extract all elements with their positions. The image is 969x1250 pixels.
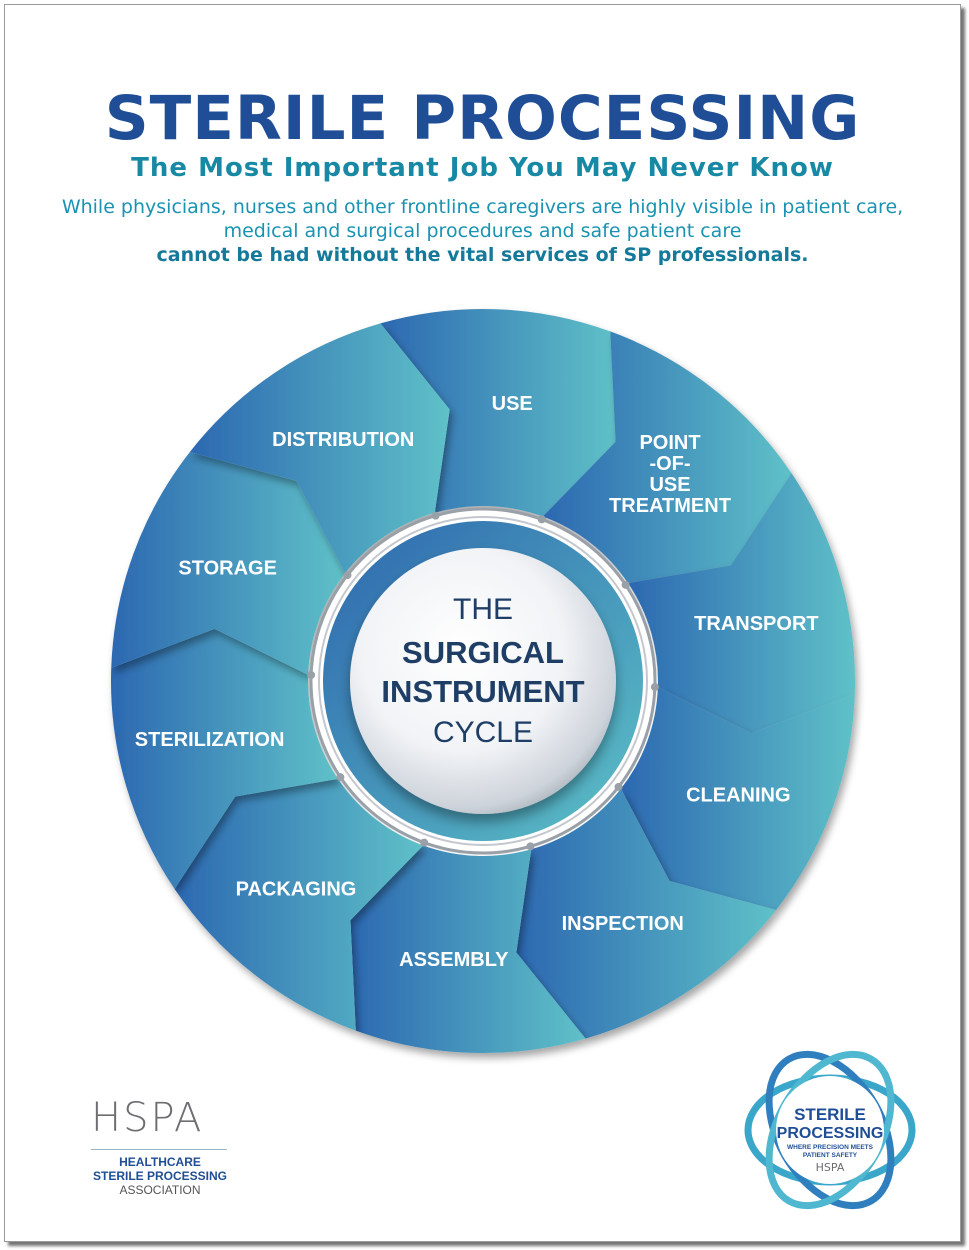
intro-paragraph: While physicians, nurses and other front…: [45, 195, 920, 267]
hspa-name-line1: HEALTHCARE: [119, 1155, 201, 1169]
hub-ring-tick: [431, 511, 440, 520]
cycle-step-label: STERILIZATION: [135, 729, 285, 751]
hspa-logo: HSPA HEALTHCARE STERILE PROCESSING ASSOC…: [85, 1095, 245, 1200]
hub-ring-tick: [420, 838, 429, 847]
cycle-segment-cleaning: [620, 687, 855, 911]
cycle-segment-storage: [111, 451, 346, 675]
cycle-segment-assembly: [350, 845, 586, 1053]
seal-knot-icon: [744, 1050, 916, 1210]
hub-center-ball: [350, 548, 616, 814]
cycle-step-label: PACKAGING: [236, 879, 357, 901]
page-subtitle: The Most Important Job You May Never Kno…: [131, 153, 834, 183]
hub-ring-tick: [537, 515, 546, 524]
cycle-segment-use: [380, 309, 616, 517]
page-title: STERILE PROCESSING: [104, 83, 861, 154]
hub-ring-tick: [526, 842, 535, 851]
hub-ring-tick: [307, 670, 316, 679]
cycle-hub: [307, 507, 659, 855]
cycle-step-label: TRANSPORT: [694, 613, 818, 635]
cycle-step-label: ASSEMBLY: [399, 949, 509, 971]
cycle-segment-sterilization: [111, 628, 338, 890]
center-line-instrument: INSTRUMENT: [381, 674, 584, 709]
hub-ring-tick: [614, 782, 623, 791]
center-line-cycle: CYCLE: [433, 716, 533, 749]
hspa-logo-divider: [91, 1149, 227, 1150]
sterile-processing-seal: STERILE PROCESSING WHERE PRECISION MEETS…: [744, 1050, 916, 1210]
cycle-step-label: STORAGE: [178, 557, 277, 579]
center-line-the: THE: [453, 593, 513, 626]
cycle-step-label: CLEANING: [686, 785, 790, 807]
hub-ring-tick: [650, 683, 659, 692]
poster-page: STERILE PROCESSING The Most Important Jo…: [4, 4, 961, 1242]
hspa-name-line2: STERILE PROCESSING: [92, 1169, 228, 1183]
center-line-surgical: SURGICAL: [402, 635, 564, 670]
hub-ring-tick: [336, 773, 345, 782]
hspa-name-line3: ASSOCIATION: [119, 1183, 201, 1197]
intro-text: While physicians, nurses and other front…: [61, 196, 904, 242]
seal-line1: STERILE: [794, 1105, 866, 1124]
cycle-step-label: INSPECTION: [562, 913, 684, 935]
center-title: THE SURGICAL INSTRUMENT CYCLE: [381, 593, 584, 749]
cycle-segment-distribution: [189, 323, 450, 574]
hub-inner-ring: [318, 516, 648, 846]
hub-ring-tick: [621, 580, 630, 589]
cycle-segment-transport: [628, 472, 855, 734]
hspa-logo-letters: HSPA: [91, 1095, 204, 1141]
seal-tagline1: WHERE PRECISION MEETS: [787, 1144, 874, 1151]
cycle-step-label: USE: [492, 393, 533, 415]
seal-mark: HSPA: [816, 1161, 845, 1174]
cycle-segment-packaging: [174, 778, 424, 1031]
cycle-step-label: DISTRIBUTION: [272, 429, 414, 451]
cycle-segment-inspection: [516, 788, 777, 1039]
seal-tagline2: PATIENT SAFETY: [803, 1152, 858, 1159]
cycle-segment-point-of-use-treatment: [542, 331, 792, 584]
hub-ring-tick: [343, 571, 352, 580]
seal-line2: PROCESSING: [777, 1125, 884, 1142]
intro-bold-text: cannot be had without the vital services…: [156, 244, 809, 266]
cycle-segments: [111, 309, 855, 1053]
